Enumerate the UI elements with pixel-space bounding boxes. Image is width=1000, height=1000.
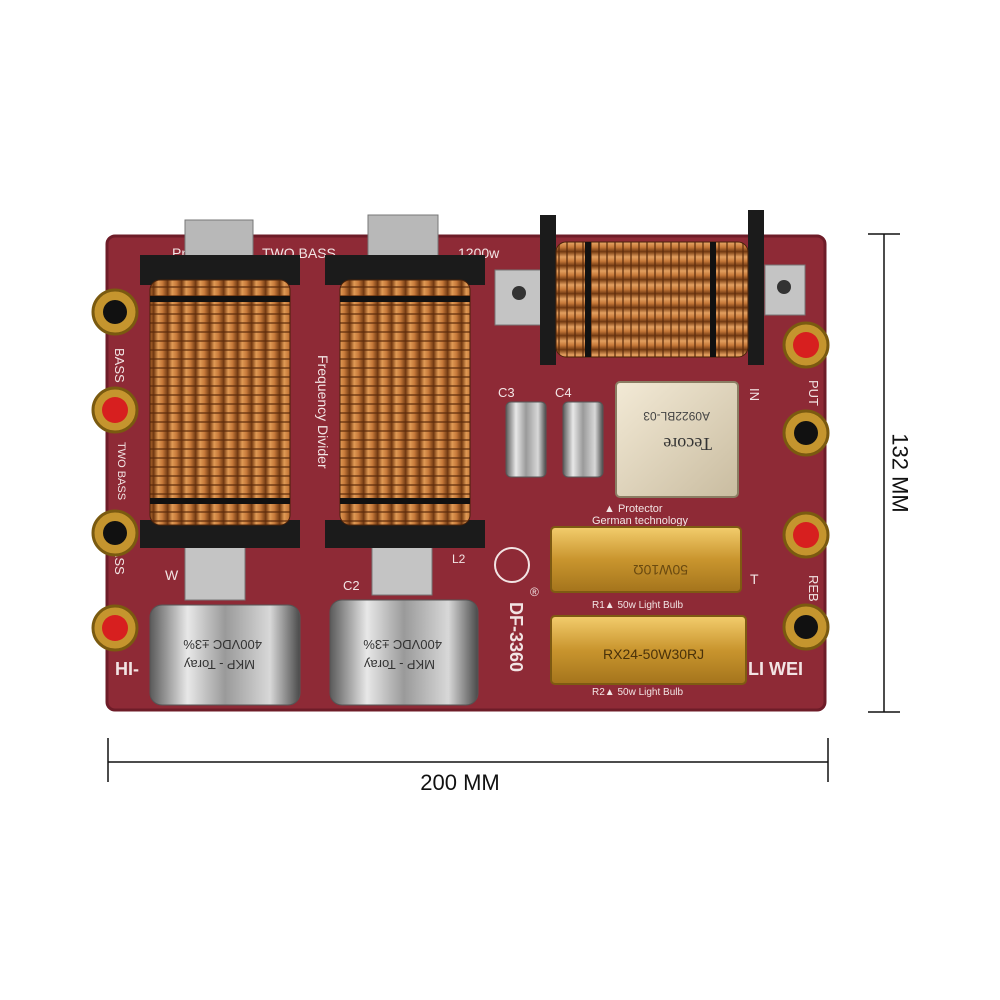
right-treble-label: REB: [806, 575, 821, 602]
cap-c2-text-2: 400VDC ±3%: [363, 637, 442, 652]
cap-c1-text-2: 400VDC ±3%: [183, 637, 262, 652]
resistor-r2-text: RX24-50W30RJ: [603, 646, 704, 662]
terminal-right-1: [782, 321, 830, 369]
cap-c3-label: C3: [498, 385, 515, 400]
left-w-label: W: [165, 567, 179, 583]
dim-height-label: 132 MM: [887, 433, 913, 513]
dim-width-label: 200 MM: [420, 770, 500, 795]
right-t-label: T: [750, 571, 759, 587]
relay-text-2: A0922BL-03: [643, 409, 710, 423]
coil-top-band-right: [710, 242, 716, 357]
r1-label: R1▲ 50w Light Bulb: [592, 600, 683, 611]
brand-logo-icon: [494, 547, 530, 583]
resistor-r1-text: 50W10Ω: [633, 562, 688, 578]
resistor-r2: [550, 615, 747, 685]
coil-l2-core-bottom: [371, 539, 433, 596]
model-number: DF-3360: [506, 602, 526, 672]
coil-top-screw-right: [777, 280, 791, 294]
protector-label: ▲ Protector: [604, 503, 663, 515]
brand-label: LI WEI: [748, 659, 803, 679]
terminal-left-3: [91, 509, 139, 557]
cap-c2-label: C2: [343, 578, 360, 593]
terminal-left-2: [91, 386, 139, 434]
vertical-board-text: Frequency Divider: [315, 355, 331, 469]
coil-top-bobbin-right: [748, 210, 764, 365]
registered-mark: ®: [530, 585, 539, 599]
german-label: German technology: [592, 515, 688, 527]
cap-c2-text-1: MKP - Toray: [363, 657, 435, 672]
coil-top-band-left: [585, 242, 591, 357]
right-put-label: PUT: [806, 380, 821, 406]
relay-text-1: Tecore: [663, 434, 712, 454]
right-in-label: IN: [747, 388, 762, 401]
r2-label: R2▲ 50w Light Bulb: [592, 687, 683, 698]
terminal-right-2: [782, 409, 830, 457]
left-two-bass: TWO BASS: [115, 442, 127, 500]
resistor-r1: [550, 526, 742, 593]
protector-relay: [615, 381, 739, 498]
cap-c3: [505, 401, 547, 478]
coil-l2-band-bottom: [340, 498, 470, 504]
coil-top-bobbin-left: [540, 215, 556, 365]
coil-l2-winding: [339, 279, 471, 526]
cap-c1: [149, 604, 301, 706]
left-bass-top: BASS: [112, 348, 127, 383]
coil-l1-core-bottom: [184, 539, 246, 601]
left-edge-text: HI-: [115, 659, 139, 679]
cap-c4-label: C4: [555, 385, 572, 400]
coil-l1-band-top: [150, 296, 290, 302]
coil-l1-band-bottom: [150, 498, 290, 504]
coil-top-winding: [555, 241, 749, 358]
coil-l2-core-top: [367, 214, 439, 261]
terminal-left-1: [91, 288, 139, 336]
terminal-left-4: [91, 604, 139, 652]
terminal-right-4: [782, 603, 830, 651]
cap-c1-text-1: MKP - Toray: [183, 657, 255, 672]
coil-top-screw-left: [512, 286, 526, 300]
coil-l2-label: L2: [452, 552, 466, 566]
cap-c2: [329, 599, 479, 706]
coil-l1-winding: [149, 279, 291, 526]
terminal-right-3: [782, 511, 830, 559]
coil-l2-band-top: [340, 296, 470, 302]
cap-c4: [562, 401, 604, 478]
